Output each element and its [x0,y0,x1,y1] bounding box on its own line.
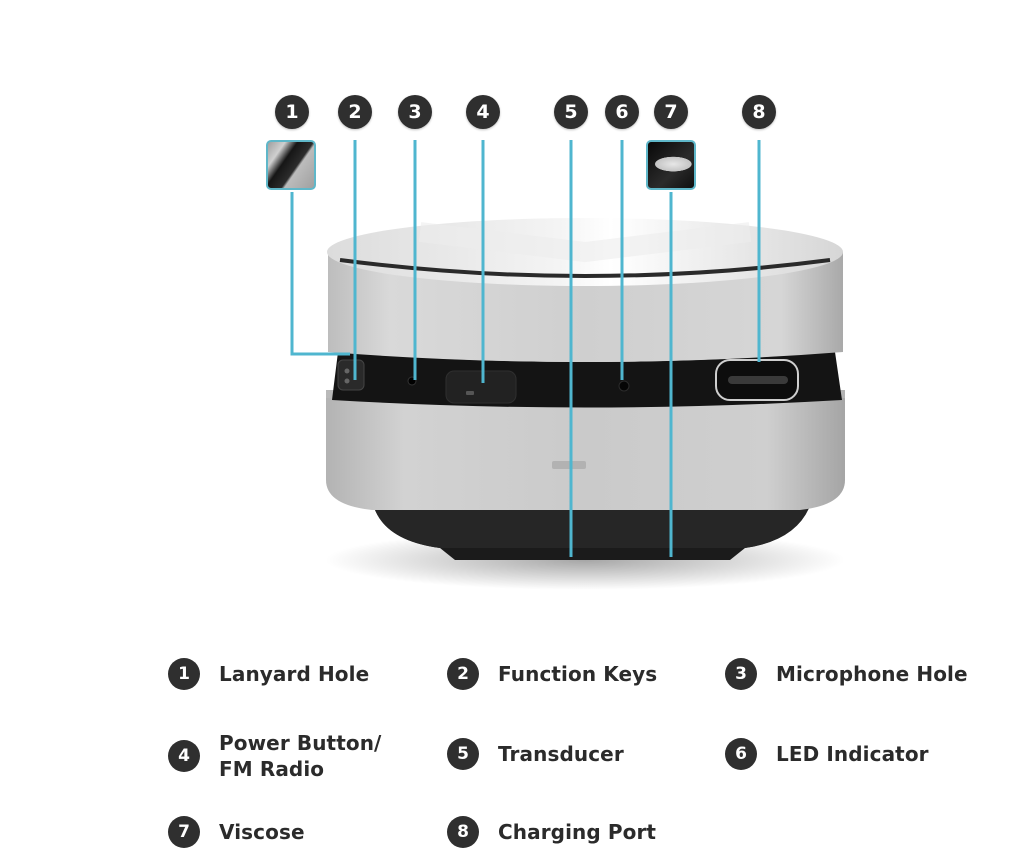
legend-badge: 2 [447,658,479,690]
leader-lines [290,140,761,557]
legend-label: Microphone Hole [776,662,968,686]
legend-badge: 7 [168,816,200,848]
logo-mark [552,461,586,469]
legend-label: Function Keys [498,662,658,686]
callout-badge-5: 5 [554,95,588,129]
legend-label: Viscose [219,820,305,844]
callout-badge-3: 3 [398,95,432,129]
callout-badge-4: 4 [466,95,500,129]
legend-badge: 6 [725,738,757,770]
callout-badge-6: 6 [605,95,639,129]
legend-item-lanyard-hole: 1 Lanyard Hole [168,658,369,690]
legend-item-power-button: 4 Power Button/ FM Radio [168,730,381,782]
lanyard-hole-closeup-thumbnail [266,140,316,190]
legend-label: Transducer [498,742,624,766]
legend-label: LED Indicator [776,742,929,766]
legend-item-led-indicator: 6 LED Indicator [725,738,929,770]
callout-badge-1: 1 [275,95,309,129]
legend-label: Power Button/ FM Radio [219,731,382,781]
callout-badge-7: 7 [654,95,688,129]
legend-item-transducer: 5 Transducer [447,738,624,770]
legend-badge: 3 [725,658,757,690]
legend-label: Lanyard Hole [219,662,370,686]
legend-badge: 1 [168,658,200,690]
legend-label: Charging Port [498,820,657,844]
legend-badge: 8 [447,816,479,848]
callout-badge-2: 2 [338,95,372,129]
legend-item-charging-port: 8 Charging Port [447,816,656,848]
callout-badge-8: 8 [742,95,776,129]
legend-badge: 4 [168,740,200,772]
viscose-closeup-thumbnail [646,140,696,190]
legend-item-viscose: 7 Viscose [168,816,305,848]
legend-badge: 5 [447,738,479,770]
legend-item-function-keys: 2 Function Keys [447,658,657,690]
legend-item-microphone-hole: 3 Microphone Hole [725,658,968,690]
